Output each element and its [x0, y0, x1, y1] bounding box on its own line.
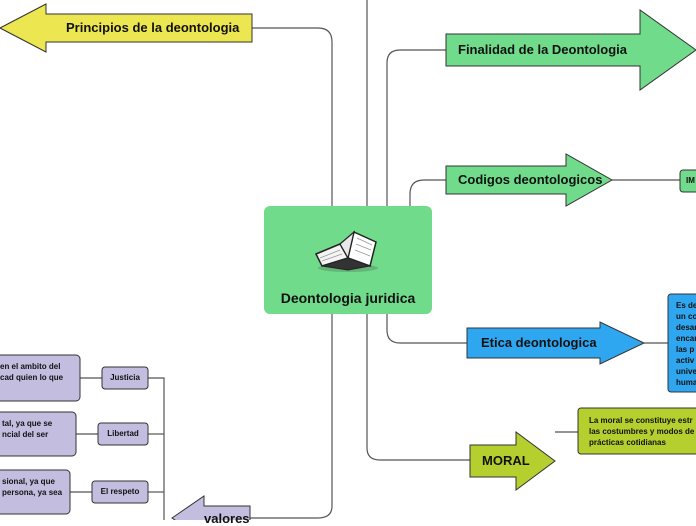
- justicia-desc-box[interactable]: [0, 354, 81, 402]
- principios-arrow[interactable]: [0, 3, 253, 53]
- codigos-child-text: IM: [686, 176, 695, 185]
- codigos-arrow[interactable]: [445, 153, 614, 207]
- etica-arrow[interactable]: [466, 321, 646, 365]
- moral-arrow[interactable]: [469, 431, 556, 491]
- moral-child-text: La moral se constituye estr las costumbr…: [589, 416, 695, 447]
- valores-arrow[interactable]: [171, 495, 251, 520]
- libertad-box[interactable]: [97, 422, 149, 446]
- respeto-box[interactable]: [91, 480, 149, 504]
- open-book-icon: [314, 230, 378, 272]
- etica-label: Etica deontologica: [481, 335, 597, 350]
- central-topic[interactable]: Deontologia juridica: [264, 206, 432, 314]
- respeto-desc: sional, ya que persona, ya sea: [2, 477, 63, 497]
- libertad-desc-box[interactable]: [0, 411, 77, 457]
- finalidad-label: Finalidad de la Deontologia: [458, 42, 628, 57]
- respeto-label: El respeto: [100, 487, 140, 496]
- valores-label: valores: [204, 511, 250, 526]
- respeto-desc-box[interactable]: [0, 469, 71, 515]
- libertad-desc: tal, ya que se ncial del ser: [2, 419, 53, 439]
- connectors: [70, 0, 680, 520]
- moral-label: MORAL: [482, 453, 530, 468]
- moral-child-box[interactable]: [577, 407, 696, 455]
- libertad-label: Libertad: [107, 429, 139, 438]
- justicia-label: Justicia: [110, 373, 140, 382]
- justicia-desc: en el ambito del cad quien lo que: [0, 362, 64, 382]
- central-title: Deontologia juridica: [280, 290, 416, 306]
- etica-child-box[interactable]: [667, 293, 696, 393]
- codigos-label: Codigos deontologicos: [458, 172, 603, 187]
- justicia-box[interactable]: [101, 366, 149, 390]
- finalidad-arrow[interactable]: [445, 9, 696, 91]
- codigos-child-box[interactable]: [679, 169, 696, 193]
- etica-child-text: Es de un co desar encar las p activ univ…: [676, 301, 696, 387]
- principios-label: Principios de la deontologia: [66, 20, 240, 35]
